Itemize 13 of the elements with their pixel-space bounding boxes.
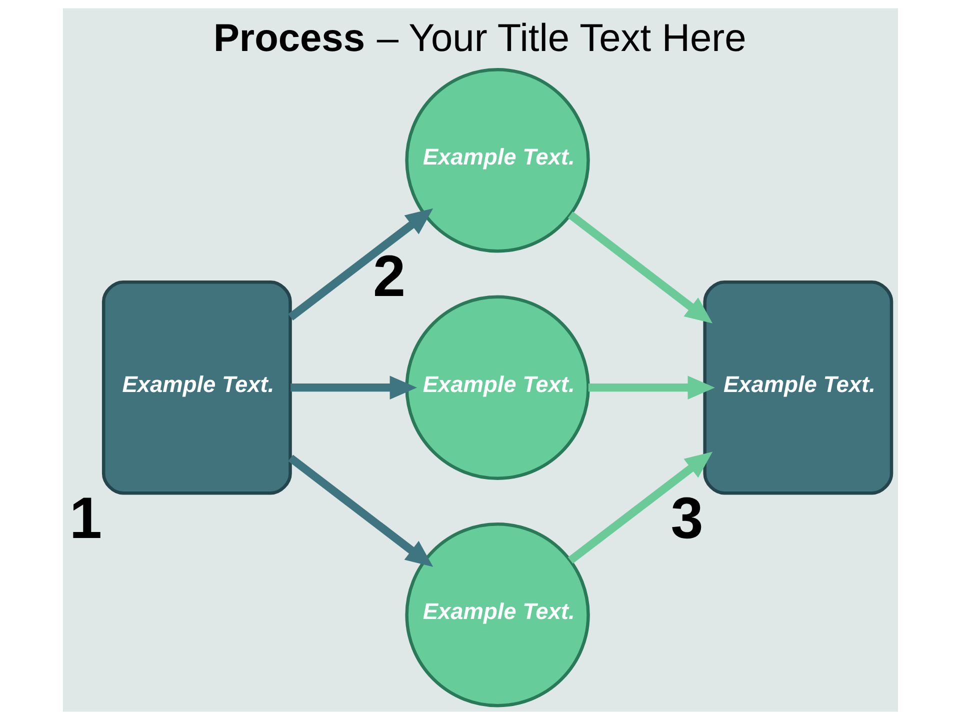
node-circle: Example Text. <box>404 295 590 480</box>
node-box: Example Text. <box>101 280 292 495</box>
arrow <box>288 208 433 320</box>
arrow <box>567 212 712 324</box>
arrow <box>288 454 433 567</box>
node-label: 3 <box>670 486 703 552</box>
node-label: 2 <box>372 244 406 309</box>
arrow <box>290 376 416 400</box>
arrow <box>588 376 714 400</box>
arrow <box>567 452 712 564</box>
node-box: Example Text. <box>702 280 893 495</box>
node-label: 1 <box>68 486 102 552</box>
diagram-title: Process – Your Title Text Here <box>212 16 746 60</box>
